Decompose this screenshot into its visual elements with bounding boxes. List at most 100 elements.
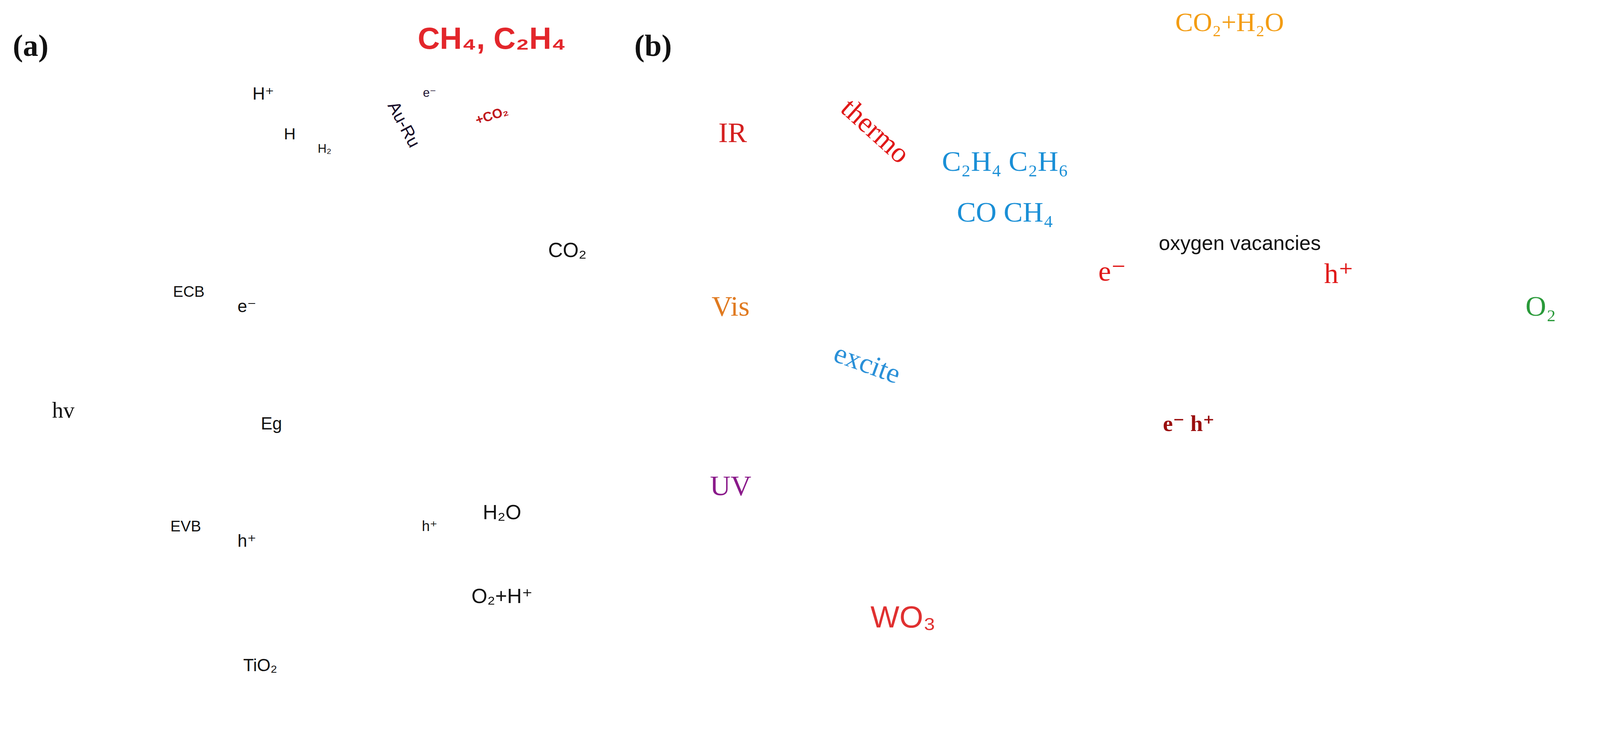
arrow-head [364, 161, 375, 174]
crystal-box [964, 290, 1511, 725]
thermo-arrow [810, 181, 1139, 406]
hole-migration-arrow [264, 516, 406, 539]
text-label: (a) [12, 29, 49, 63]
wo3-lattice [1072, 661, 1095, 685]
text-label: CO₂ [548, 238, 587, 262]
wo3-icon [804, 592, 855, 638]
text-holder: H⁺ [252, 84, 275, 104]
product-swoosh [448, 110, 574, 172]
wo3-lattice [1417, 314, 1440, 338]
text-label: CO CH₄ [956, 196, 1054, 228]
wo3-icon [804, 603, 812, 611]
text-holder: h⁺ [237, 531, 257, 551]
wo3-icon [808, 596, 852, 635]
text-label: +CO₂ [473, 103, 510, 128]
wo3-lattice [1244, 474, 1266, 495]
hydrogen-arrow [333, 130, 348, 142]
text-holder: e⁻ h⁺ [1162, 411, 1215, 436]
tio2-sphere: TiO₂ e⁻ h⁺ [112, 232, 423, 707]
text-label: CO₂+H₂O [1175, 7, 1284, 38]
text-label: e⁻ [1098, 255, 1127, 288]
flame-icon [457, 73, 472, 98]
wo3-lattice [1325, 559, 1349, 583]
node-label: e⁻ [422, 86, 437, 100]
text-label: WO₃ [870, 600, 936, 635]
text-label: h⁺ [1324, 257, 1354, 290]
node-label: e⁻ [237, 296, 257, 316]
text-holder: H₂O [482, 501, 522, 524]
text-holder: (b) [634, 29, 672, 63]
text-label: O₂ [1525, 290, 1557, 323]
wo3-lattice [1213, 317, 1236, 340]
wo3-lattice [1164, 322, 1183, 341]
flame-icon [460, 83, 468, 96]
wo3-lattice [1326, 479, 1347, 500]
wo3-lattice [1122, 520, 1143, 541]
photon-arrow [12, 436, 119, 480]
wo3-lattice [973, 314, 1459, 705]
defect-dash-line [209, 412, 239, 486]
text-label: UV [709, 470, 752, 502]
wo3-icon [820, 616, 828, 624]
text-holder: UV [709, 470, 752, 502]
text-holder: WO₃ [870, 600, 936, 635]
wo3-lattice [1284, 478, 1308, 501]
text-holder: e⁻ [1098, 255, 1127, 288]
wo3-lattice [1058, 620, 1081, 644]
hole-transfer-arrow [1230, 275, 1315, 413]
text-holder: CH₄, C₂H₄ [417, 22, 567, 56]
excite-arrow [810, 403, 1139, 431]
text-label: H₂O [482, 501, 522, 524]
text-holder: +CO₂ [475, 107, 509, 123]
text-holder: e⁻ [237, 296, 257, 316]
tio2-sphere-outline [112, 232, 423, 707]
wo3-lattice [993, 478, 1017, 501]
reduction-arrow [1096, 42, 1205, 217]
wo3-lattice [1121, 478, 1144, 501]
wo3-lattice [1003, 498, 1027, 522]
text-holder: thermo [835, 114, 917, 147]
text-label: hv [51, 398, 75, 423]
crystal-box [964, 407, 1393, 725]
wo3-lattice [1029, 559, 1052, 583]
wo3-lattice [1439, 357, 1459, 377]
water-oxidation-arrow [448, 524, 474, 573]
product-swoosh [448, 110, 574, 172]
text-holder: ECB [173, 283, 205, 301]
text-label: CH₄, C₂H₄ [417, 22, 567, 56]
connector-arrow [242, 323, 252, 524]
node-label: e⁻ h⁺ [1162, 411, 1215, 436]
spectrum-bar [772, 91, 807, 523]
wo3-lattice [1368, 322, 1388, 341]
wo3-lattice [1080, 682, 1104, 705]
hole-migration-head [403, 516, 414, 525]
flame-icon [457, 73, 472, 98]
tio2-sphere-fill [113, 233, 422, 706]
text-holder: C₂H₄ C₂H₆ [941, 145, 1069, 178]
text-label: ECB [173, 283, 205, 301]
connector-line [261, 168, 369, 298]
text-label: oxygen vacancies [1158, 231, 1321, 254]
crystal-box [964, 290, 1511, 408]
defect-dot [205, 444, 214, 454]
text-holder: (a) [12, 29, 49, 63]
wo3-icon [847, 592, 855, 600]
text-holder: hv [51, 398, 75, 423]
text-label: EVB [170, 518, 202, 536]
material-label: TiO₂ [243, 655, 278, 676]
text-label: Vis [711, 290, 750, 323]
photon-arrow [12, 436, 119, 480]
wo3-lattice [1065, 641, 1088, 664]
text-label: excite [829, 337, 905, 390]
text-holder: Au-Ru [379, 114, 429, 135]
text-holder: Vis [711, 290, 750, 323]
arrow-head [242, 323, 252, 336]
text-label: C₂H₄ C₂H₆ [941, 145, 1069, 178]
electron-hole-pair-fill [1148, 396, 1229, 450]
text-holder: CO₂ [548, 238, 587, 262]
text-holder: H [283, 124, 296, 143]
wo3-lattice [1203, 514, 1225, 536]
